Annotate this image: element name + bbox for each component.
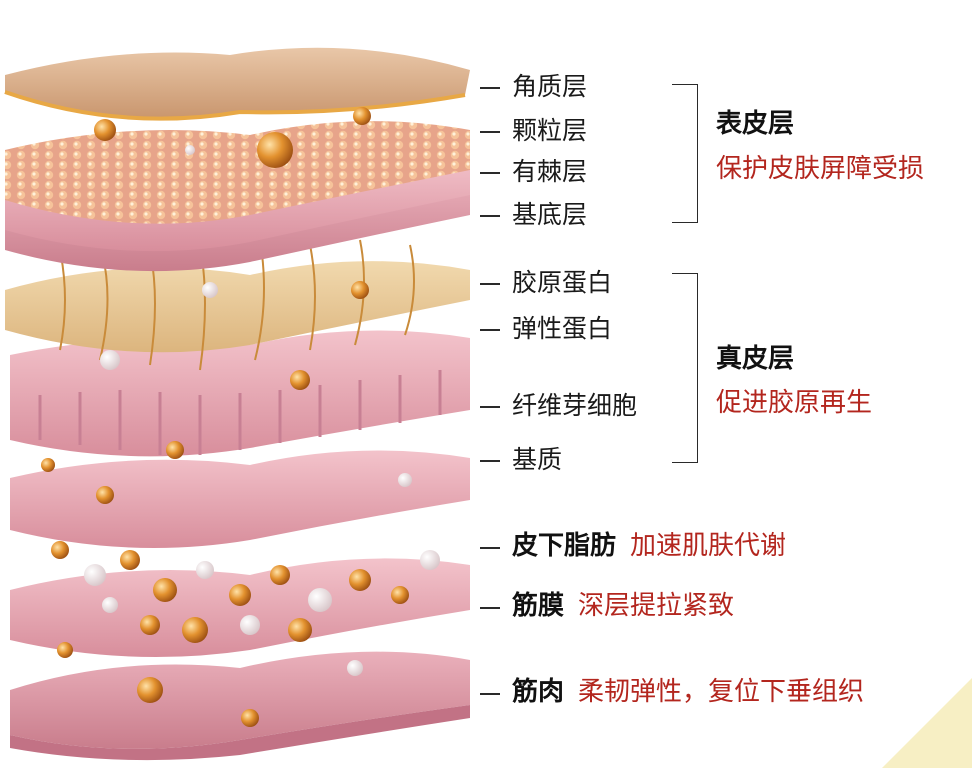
leader-line xyxy=(480,329,500,331)
fascia-label: 筋膜深层提拉紧致 xyxy=(512,593,734,619)
fascia-title: 筋膜 xyxy=(512,591,565,621)
dermis-bracket xyxy=(672,273,698,463)
granular-cell xyxy=(257,132,293,168)
leader-line xyxy=(480,172,500,174)
layer-label-fibroblast: 纤维芽细胞 xyxy=(512,391,638,420)
dermis-title: 真皮层 xyxy=(716,344,795,374)
epidermis-title: 表皮层 xyxy=(716,109,795,139)
layer-label-granular: 颗粒层 xyxy=(512,116,588,145)
dermis-desc: 促进胶原再生 xyxy=(716,388,873,418)
leader-line xyxy=(480,547,500,549)
corner-decoration xyxy=(882,678,972,768)
muscle-desc: 柔韧弹性，复位下垂组织 xyxy=(578,677,865,707)
layer-label-collagen: 胶原蛋白 xyxy=(512,268,613,297)
leader-line xyxy=(480,131,500,133)
subcutaneous-sheet xyxy=(10,450,470,548)
layer-label-matrix: 基质 xyxy=(512,445,563,474)
granular-layer xyxy=(5,121,470,224)
subcutaneous-desc: 加速肌肤代谢 xyxy=(630,531,787,561)
dermis-cells xyxy=(100,281,369,459)
fascia-desc: 深层提拉紧致 xyxy=(578,591,735,621)
dermis-pillars xyxy=(38,370,442,455)
subcutaneous-title: 皮下脂肪 xyxy=(512,531,617,561)
layer-label-elastin: 弹性蛋白 xyxy=(512,314,613,343)
fascia-sheet xyxy=(10,558,470,658)
epidermis-bracket xyxy=(672,84,698,223)
leader-line xyxy=(480,406,500,408)
muscle-sheet-edge xyxy=(10,705,470,761)
muscle-title: 筋肉 xyxy=(512,677,565,707)
epidermis-desc: 保护皮肤屏障受损 xyxy=(716,154,925,184)
layer-label-corneum: 角质层 xyxy=(512,72,588,101)
leader-line xyxy=(480,693,500,695)
leader-line xyxy=(480,283,500,285)
leader-line xyxy=(480,460,500,462)
layer-label-basal: 基底层 xyxy=(512,200,588,229)
muscle-sheet xyxy=(10,651,470,749)
layer-label-spinous: 有棘层 xyxy=(512,157,588,186)
leader-line xyxy=(480,607,500,609)
muscle-label: 筋肉柔韧弹性，复位下垂组织 xyxy=(512,679,864,705)
fat-droplets xyxy=(41,458,440,727)
corneum-sheet xyxy=(5,47,470,119)
leader-line xyxy=(480,87,500,89)
subcutaneous-label: 皮下脂肪加速肌肤代谢 xyxy=(512,533,786,559)
leader-line xyxy=(480,215,500,217)
